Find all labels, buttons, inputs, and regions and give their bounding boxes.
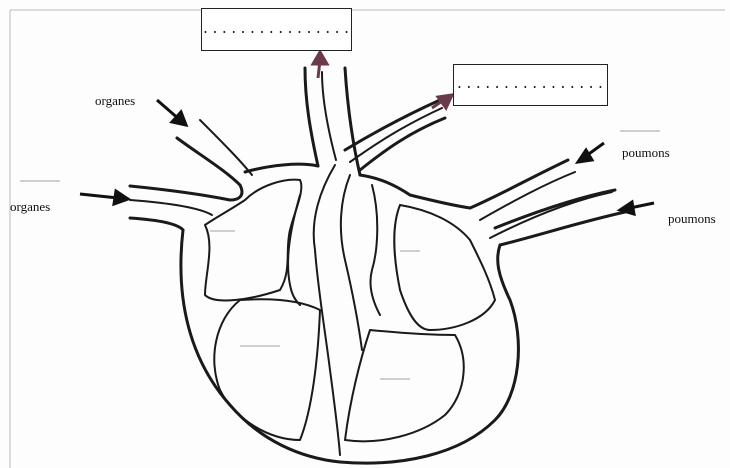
answer-box-aorta[interactable]: ................	[201, 8, 352, 51]
aorta-left-wall	[305, 68, 318, 166]
pulmonary-vein-lower	[500, 212, 625, 245]
upper-vena-cava-inner	[200, 120, 252, 175]
right-ventricle	[214, 299, 320, 440]
inner-wall-right	[370, 185, 380, 315]
label-poumons-top: poumons	[622, 146, 670, 159]
left-vena-cava-inner	[130, 200, 212, 215]
left-vena-cava-lower	[130, 218, 183, 230]
label-organes-top: organes	[95, 94, 135, 107]
aorta-inner-wall	[322, 72, 336, 160]
arrow-aorta-out-head	[313, 52, 327, 64]
label-organes-left: organes	[10, 200, 50, 213]
arrow-organes-left-head	[114, 191, 128, 204]
heart-outer-contour	[181, 230, 519, 463]
pulmonary-vein-upper	[470, 160, 568, 208]
outflow-arrows	[313, 52, 452, 108]
inner-wall-left	[288, 195, 300, 305]
septum-branch	[341, 175, 362, 350]
upper-vena-cava-outer	[177, 138, 242, 200]
pulmonary-artery-lower	[360, 118, 445, 170]
septum	[314, 165, 340, 455]
aorta-right-wall	[345, 68, 360, 175]
label-poumons-bottom: poumons	[668, 212, 716, 225]
answer-box-pulmonary-artery[interactable]: ................	[453, 64, 608, 106]
heart-top-contour	[245, 164, 318, 172]
pulmonary-artery-inner	[350, 108, 442, 162]
arrow-pulmonary-out-head	[438, 95, 452, 108]
left-atrium	[394, 205, 495, 330]
scan-marks	[20, 130, 660, 380]
arrow-organes-left	[80, 194, 118, 198]
inflow-arrows	[80, 100, 654, 214]
left-ventricle	[345, 330, 464, 441]
left-vena-cava-outer	[130, 186, 230, 200]
